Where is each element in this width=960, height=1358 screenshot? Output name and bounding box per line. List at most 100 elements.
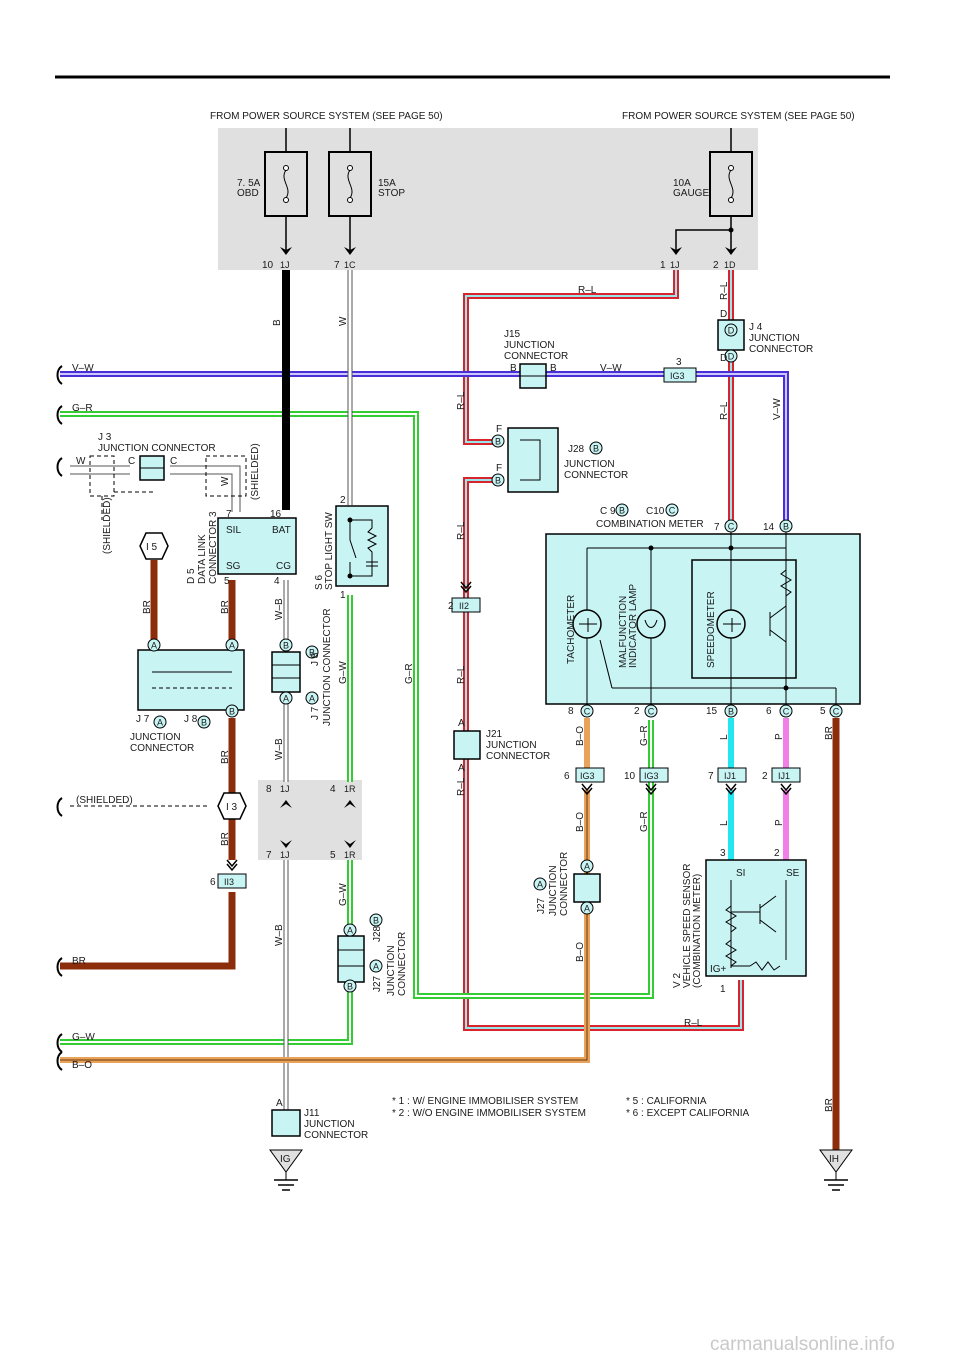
term-3: 3 <box>676 357 682 368</box>
term-2d: 2 <box>762 771 768 782</box>
pin-b-circle <box>279 638 293 652</box>
j28-id: J28 <box>568 444 585 455</box>
note-2: * 2 : W/O ENGINE IMMOBILISER SYSTEM <box>392 1108 586 1119</box>
wire-label-vw-1: V–W <box>72 363 94 374</box>
pin-a-circle <box>279 691 293 705</box>
ground-ih <box>819 1149 853 1191</box>
s6-name: STOP LIGHT SW <box>324 512 335 590</box>
v2-id: V 2 <box>672 973 683 988</box>
pin-d-circle <box>724 349 738 363</box>
j15-pin-b2: B <box>550 363 557 374</box>
jcb-name: JUNCTION <box>386 945 397 996</box>
pin-b-circle <box>343 979 357 993</box>
j11-name2: CONNECTOR <box>304 1130 368 1141</box>
mil-label-b: INDICATOR LAMP <box>628 584 639 668</box>
wire-label-bo-4: B–O <box>575 942 586 962</box>
fuse-obd <box>264 128 308 250</box>
term-14: 14 <box>763 522 775 533</box>
j15-pin-b1: B <box>510 363 517 374</box>
tacho-label: TACHOMETER <box>566 595 577 664</box>
term-2c: 2 <box>634 706 640 717</box>
wire-label-br-2: BR <box>142 600 153 614</box>
i5-label: I 5 <box>146 542 158 553</box>
term-15: 15 <box>706 706 718 717</box>
dlc-bat: BAT <box>272 525 291 536</box>
pin-a-circle <box>147 638 161 652</box>
pin-a-letter: A <box>229 641 235 651</box>
j4-id: J 4 <box>749 322 763 333</box>
jc2-name: JUNCTION <box>130 732 181 743</box>
ground-ig <box>269 1149 303 1191</box>
pin-c-circle <box>829 704 843 718</box>
combo-meter-name: COMBINATION METER <box>596 519 704 530</box>
watermark: carmanualsonline.info <box>710 1334 895 1355</box>
combination-meter <box>545 520 861 705</box>
wire-label-gr-2: G–R <box>404 663 415 684</box>
conn-1d: 1D <box>724 260 736 270</box>
d5-id: D 5 <box>186 568 197 584</box>
wire-br <box>60 560 840 1150</box>
j28-name2: CONNECTOR <box>564 470 628 481</box>
fuse-stop-name: STOP <box>378 188 405 199</box>
wire-label-gr-1: G–R <box>72 403 93 414</box>
j21-connector <box>453 730 481 760</box>
pin-a-letter: A <box>584 862 590 872</box>
fuse-arrows <box>280 247 737 255</box>
pin-a-letter: A <box>373 962 379 972</box>
wire-label-gw-1: G–W <box>72 1032 95 1043</box>
j4-pin-d1: D <box>720 309 727 320</box>
pin-c-circle <box>580 704 594 718</box>
note-6: * 6 : EXCEPT CALIFORNIA <box>626 1108 750 1119</box>
stop-light-switch <box>335 505 389 587</box>
power-source-right: FROM POWER SOURCE SYSTEM (SEE PAGE 50) <box>622 111 855 122</box>
conn-ij1-a: IJ1 <box>724 771 736 781</box>
j28-lower-id: J28 <box>372 925 383 942</box>
pin-b-circle <box>197 715 211 729</box>
pin-b-circle <box>369 913 383 927</box>
pin-b-circle <box>589 441 603 455</box>
pin-b-letter: B <box>495 437 501 447</box>
pin-c-letter: C <box>584 707 591 717</box>
shield-label-2: (SHIELDED) <box>250 443 261 500</box>
pin-b-letter: B <box>283 641 289 651</box>
j4-name: JUNCTION <box>749 333 800 344</box>
pin-a-circle <box>533 877 547 891</box>
pin-b-letter: B <box>373 916 379 926</box>
j28-pin-f1: F <box>496 424 502 435</box>
wire-label-p-1: P <box>774 733 785 740</box>
term-7b: 7 <box>714 522 720 533</box>
fuse-gauge <box>675 128 753 250</box>
j8-id-small: J 8 <box>310 652 321 666</box>
wire-label-br-6: BR <box>824 726 835 740</box>
term-5b: 5 <box>330 850 336 861</box>
down-arrows <box>226 581 792 872</box>
term-8: 8 <box>568 706 574 717</box>
j3-pin-c2: C <box>170 456 177 467</box>
pin-c-circle <box>779 704 793 718</box>
wire-label-bo-3: B–O <box>575 812 586 832</box>
pill-boxes <box>217 597 801 889</box>
j21-id: J21 <box>486 729 503 740</box>
conn-1j-d: 1J <box>280 850 290 860</box>
dlc-sil: SIL <box>226 525 241 536</box>
dlc-d5 <box>217 517 297 575</box>
pin-a-letter: A <box>347 926 353 936</box>
wire-label-bo-2: B–O <box>575 726 586 746</box>
j28-name: JUNCTION <box>564 459 615 470</box>
pin-b-letter: B <box>495 476 501 486</box>
wire-label-wb-2: W–B <box>274 738 285 760</box>
j11-pin-a: A <box>276 1098 283 1109</box>
wire-label-rl-7: R–L <box>456 665 467 684</box>
pin-a-letter: A <box>537 880 543 890</box>
pin-c-letter: C <box>728 522 735 532</box>
j3-id: J 3 <box>98 432 112 443</box>
jcb-name2: CONNECTOR <box>397 932 408 996</box>
pin-b-letter: B <box>619 506 625 516</box>
fuse-stop-amps: 15A <box>378 178 396 189</box>
fuse-obd-amps: 7. 5A <box>237 178 261 189</box>
j27-connector <box>573 873 601 903</box>
wire-label-l-2: L <box>719 820 730 826</box>
term-4: 4 <box>274 576 280 587</box>
wire-label-gr-4: G–R <box>639 811 650 832</box>
